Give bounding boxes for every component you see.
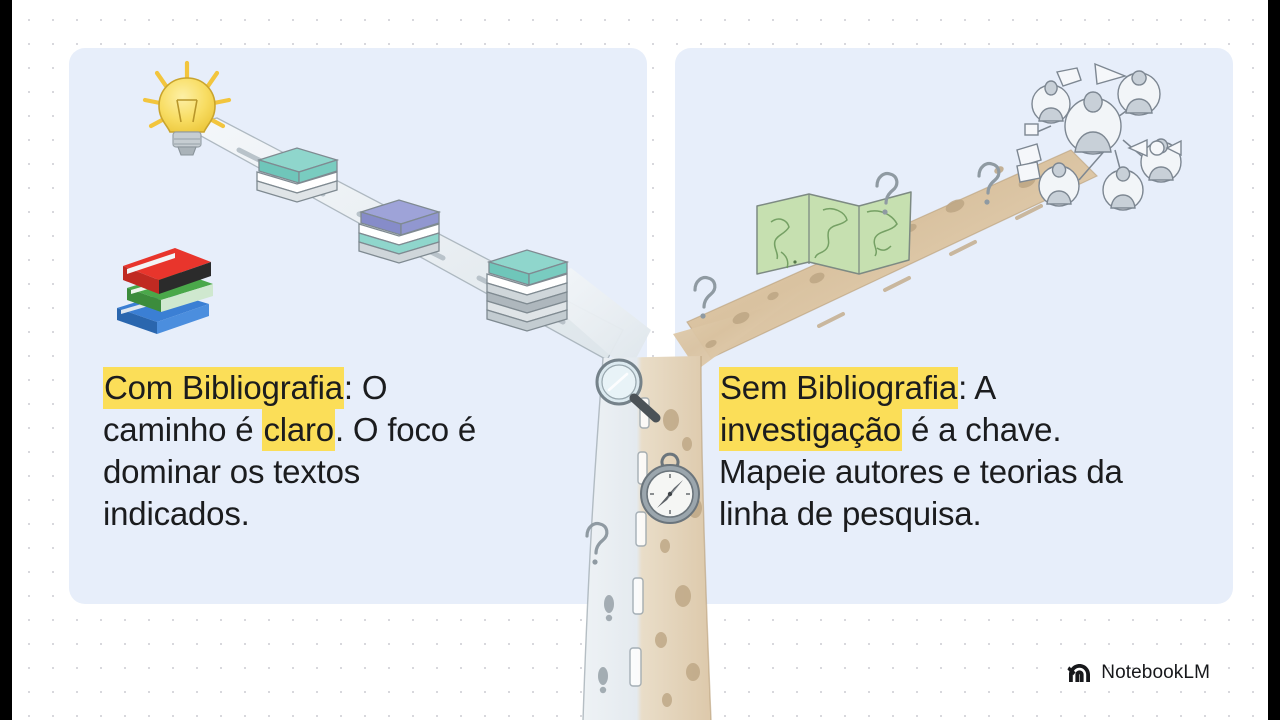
right-text-part-2: é a chave. Mapeie autores e teorias da l… <box>719 411 1123 532</box>
left-text-part-1: : O caminho é <box>103 369 388 448</box>
highlight-claro: claro <box>262 409 335 451</box>
letterbox-right <box>1268 0 1280 720</box>
sem-bibliografia-text: Sem Bibliografia: A investigação é a cha… <box>719 367 1219 535</box>
notebooklm-label: NotebookLM <box>1101 662 1210 683</box>
left-text-part-2: . O foco é dominar os textos indicados. <box>103 411 477 532</box>
com-bibliografia-text: Com Bibliografia: O caminho é claro. O f… <box>103 367 573 535</box>
highlight-investigacao: investigação <box>719 409 903 451</box>
books-emoji <box>117 248 213 334</box>
highlight-sem-bibliografia: Sem Bibliografia <box>719 367 959 409</box>
right-text-part-1: : A <box>958 369 997 406</box>
notebooklm-logo-icon <box>1067 664 1091 682</box>
notebooklm-brand: NotebookLM <box>1067 662 1210 684</box>
highlight-com-bibliografia: Com Bibliografia <box>103 367 344 409</box>
letterbox-left <box>0 0 12 720</box>
slide-canvas: Com Bibliografia: O caminho é claro. O f… <box>11 0 1268 720</box>
